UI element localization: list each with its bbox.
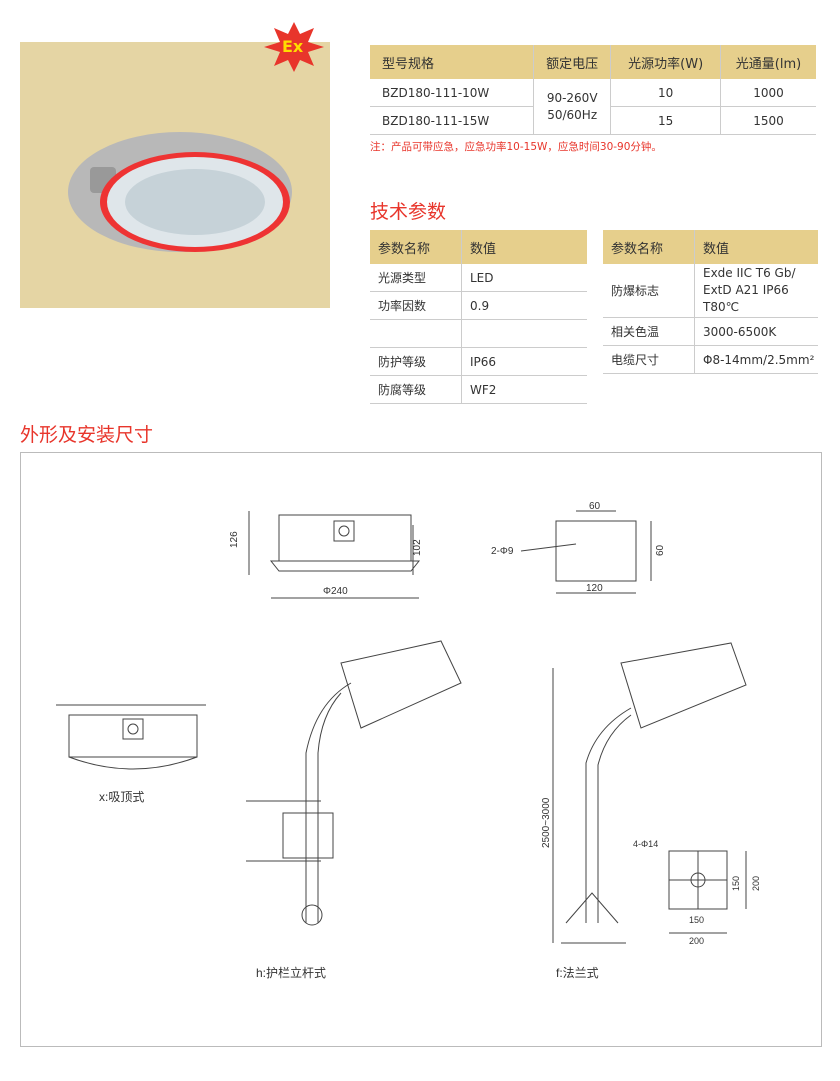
text: 60 — [589, 501, 601, 512]
text: 数值 — [694, 230, 818, 264]
text: x:吸顶式 — [99, 790, 144, 804]
text: 4-Φ14 — [633, 839, 658, 849]
text: 防爆标志 — [603, 264, 695, 318]
text: h:护栏立杆式 — [256, 965, 326, 980]
text: ExtD A21 IP66 T80℃ — [703, 283, 789, 314]
lamp-elevation-drawing: 126 102 Φ240 — [229, 511, 423, 599]
text: 3000-6500K — [694, 317, 818, 346]
text: 102 — [412, 539, 423, 556]
tech-title: 技术参数 — [370, 201, 447, 223]
text: 2500~3000 — [541, 797, 552, 848]
text: 光源类型 — [370, 264, 462, 292]
ex-badge: Ex — [264, 22, 324, 72]
text: 光通量(lm) — [720, 45, 816, 79]
text: 126 — [229, 531, 240, 548]
text: 120 — [586, 583, 603, 594]
text: 数值 — [461, 230, 587, 264]
text: 0.9 — [461, 291, 587, 320]
text: Exde IIC T6 Gb/ — [703, 266, 796, 280]
guardrail-mount-drawing: h:护栏立杆式 — [246, 640, 462, 980]
text: f:法兰式 — [556, 966, 599, 980]
flange-mount-drawing: 2500~3000 f:法兰式 4-Φ14 150 200 150 200 — [541, 642, 761, 980]
text: 150 — [689, 915, 704, 925]
text: IP66 — [461, 347, 587, 376]
tech-table-right: 参数名称数值 防爆标志 Exde IIC T6 Gb/ExtD A21 IP66 … — [603, 230, 818, 374]
dimension-title: 外形及安装尺寸 — [20, 424, 154, 446]
product-photo: Ex — [20, 22, 330, 308]
text: 防护等级 — [370, 347, 462, 376]
text: WF2 — [461, 375, 587, 404]
text: 额定电压 — [533, 45, 612, 79]
text: 相关色温 — [603, 317, 695, 346]
text: 200 — [689, 936, 704, 946]
text: BZD180-111-15W — [370, 106, 534, 135]
text — [370, 319, 462, 348]
text: 1000 — [720, 79, 816, 107]
mounting-plate-drawing: 60 60 2-Φ9 120 — [491, 501, 666, 594]
text: 150 — [731, 876, 741, 891]
lamp-image — [68, 132, 292, 252]
ceiling-mount-drawing: x:吸顶式 — [56, 704, 206, 804]
text: 电缆尺寸 — [603, 345, 695, 374]
text: LED — [461, 264, 587, 292]
text: 型号规格 — [370, 45, 534, 79]
text: 光源功率(W) — [610, 45, 721, 79]
text: Φ8-14mm/2.5mm² — [694, 345, 818, 374]
table-row: 防爆标志 Exde IIC T6 Gb/ExtD A21 IP66 T80℃ — [603, 264, 818, 318]
text: 防腐等级 — [370, 375, 462, 404]
text: Ex — [282, 37, 304, 56]
text: 2-Φ9 — [491, 546, 514, 557]
text: 参数名称 — [603, 230, 695, 264]
table-row — [370, 319, 587, 348]
text: BZD180-111-10W — [370, 79, 534, 107]
text — [461, 319, 587, 348]
text: 60 — [655, 544, 666, 556]
text: 功率因数 — [370, 291, 462, 320]
text: Φ240 — [323, 586, 348, 597]
dimension-drawing-box: 126 102 Φ240 60 60 2-Φ9 120 x:吸顶式 h:护栏立杆… — [20, 452, 822, 1047]
text: 50/60Hz — [547, 107, 598, 122]
text: 1500 — [720, 106, 816, 135]
text: 10 — [610, 79, 721, 107]
spec-table: 型号规格额定电压光源功率(W)光通量(lm) BZD180-111-10W 90… — [370, 45, 816, 135]
text: 参数名称 — [370, 230, 462, 264]
text: 200 — [751, 876, 761, 891]
note: 注：产品可带应急，应急功率10-15W，应急时间30-90分钟。 — [370, 141, 662, 153]
text: 15 — [610, 106, 721, 135]
text: 90-260V — [546, 90, 598, 105]
